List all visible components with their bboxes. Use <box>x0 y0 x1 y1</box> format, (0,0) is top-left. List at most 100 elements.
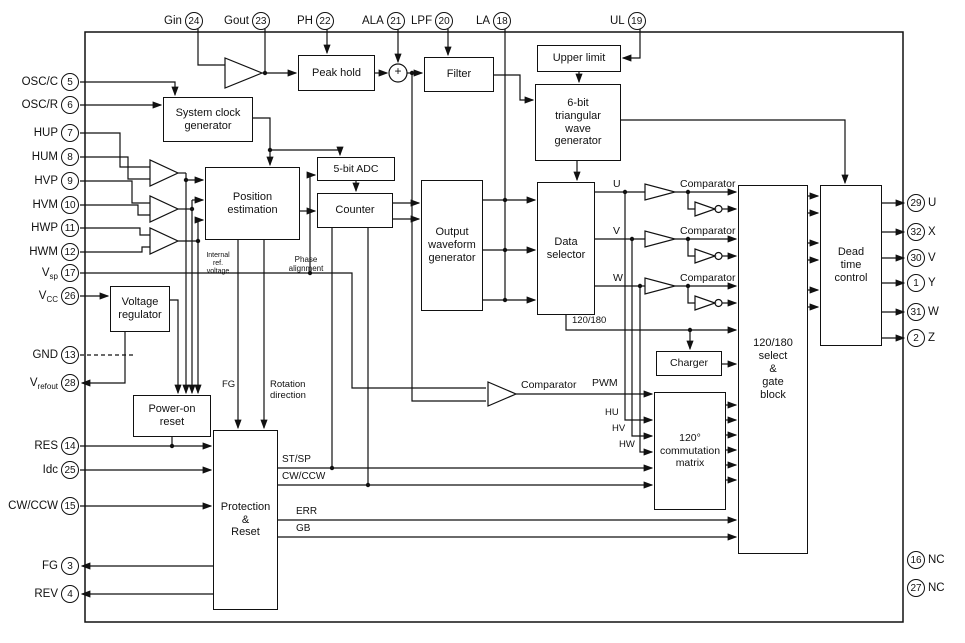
pin-number: 14 <box>61 437 79 455</box>
pin-label: REV <box>34 588 58 600</box>
pin-number: 10 <box>61 196 79 214</box>
pin-label: W <box>928 306 939 318</box>
block-protection-reset: Protection & Reset <box>213 430 278 610</box>
block-data-selector: Data selector <box>537 182 595 315</box>
block-counter: Counter <box>317 193 393 228</box>
label-internal-ref-voltage: Internal ref. voltage <box>206 252 230 275</box>
pin-label: OSC/R <box>21 99 58 111</box>
pin-label: Vsp <box>41 267 58 281</box>
pin-number: 32 <box>907 223 925 241</box>
block-charger-label: Charger <box>670 357 708 370</box>
block-upper-limit-label: Upper limit <box>552 52 606 65</box>
pin-number: 24 <box>184 12 203 30</box>
hall-amp-v-icon <box>149 195 180 223</box>
comparator-v-icon <box>644 230 678 248</box>
hall-amp-w-icon <box>149 227 180 255</box>
label-comparator-w: Comparator <box>680 272 736 284</box>
junction-dots <box>169 70 693 488</box>
pin-number: 8 <box>61 148 79 166</box>
block-output-waveform-label: Output waveform generator <box>428 226 476 264</box>
pin-label: ALA <box>362 15 384 27</box>
label-gb: GB <box>296 523 311 534</box>
block-position-estimation-label: Position estimation <box>227 190 278 216</box>
pin-number: 19 <box>627 12 646 30</box>
pin-label: RES <box>34 440 58 452</box>
pin-label: HWP <box>31 222 58 234</box>
block-filter: Filter <box>424 57 494 92</box>
label-sum-plus: + <box>394 64 402 78</box>
pin-label: HWM <box>29 246 58 258</box>
label-err: ERR <box>296 506 318 517</box>
pin-number: 3 <box>61 557 79 575</box>
block-power-on-reset-label: Power-on reset <box>148 403 196 428</box>
pin-number: 7 <box>61 124 79 142</box>
pin-label: LPF <box>411 15 433 27</box>
inverter-v-icon <box>694 248 717 264</box>
pin-number: 11 <box>61 219 79 237</box>
ic-boundary <box>84 31 904 623</box>
label-hv: HV <box>612 423 626 434</box>
block-5bit-adc: 5-bit ADC <box>317 157 395 181</box>
pin-number: 2 <box>907 329 925 347</box>
label-st-sp: ST/SP <box>282 454 311 465</box>
pin-label: X <box>928 226 936 238</box>
pin-label: Gout <box>224 15 249 27</box>
label-rotation-direction: Rotation direction <box>270 379 306 401</box>
pin-label: HVM <box>32 199 58 211</box>
block-commutation-label: 120° commutation matrix <box>659 432 721 470</box>
inverter-w-icon <box>694 295 717 311</box>
pin-label: FG <box>42 560 58 572</box>
pin-label: HUP <box>33 127 58 139</box>
pin-number: 31 <box>907 303 925 321</box>
label-pwm: PWM <box>592 377 618 389</box>
pin-label: HUM <box>31 151 58 163</box>
block-output-waveform-generator: Output waveform generator <box>421 180 483 311</box>
label-phase-v: V <box>613 225 621 237</box>
pin-number: 4 <box>61 585 79 603</box>
block-select-gate: 120/180 select & gate block <box>738 185 808 554</box>
block-commutation-matrix: 120° commutation matrix <box>654 392 726 510</box>
pin-number: 15 <box>61 497 79 515</box>
pin-label: GND <box>32 349 58 361</box>
label-phase-u: U <box>613 178 621 190</box>
comparator-u-icon <box>644 183 678 201</box>
pin-number: 17 <box>61 264 79 282</box>
pin-number: 22 <box>315 12 334 30</box>
hall-amp-u-icon <box>149 159 180 187</box>
pin-label: OSC/C <box>21 76 58 88</box>
pin-label: Vrefout <box>29 377 58 391</box>
block-voltage-regulator: Voltage regulator <box>110 286 170 332</box>
block-upper-limit: Upper limit <box>537 45 621 72</box>
block-triangular-wave-generator: 6-bit triangular wave generator <box>535 84 621 161</box>
gain-amp-icon <box>224 57 264 89</box>
label-fg: FG <box>222 379 236 390</box>
pin-number: 5 <box>61 73 79 91</box>
pin-number: 6 <box>61 96 79 114</box>
pin-number: 21 <box>386 12 405 30</box>
label-comparator-pwm: Comparator <box>521 379 577 391</box>
block-triangular-label: 6-bit triangular wave generator <box>554 96 602 148</box>
block-adc-label: 5-bit ADC <box>333 162 379 175</box>
